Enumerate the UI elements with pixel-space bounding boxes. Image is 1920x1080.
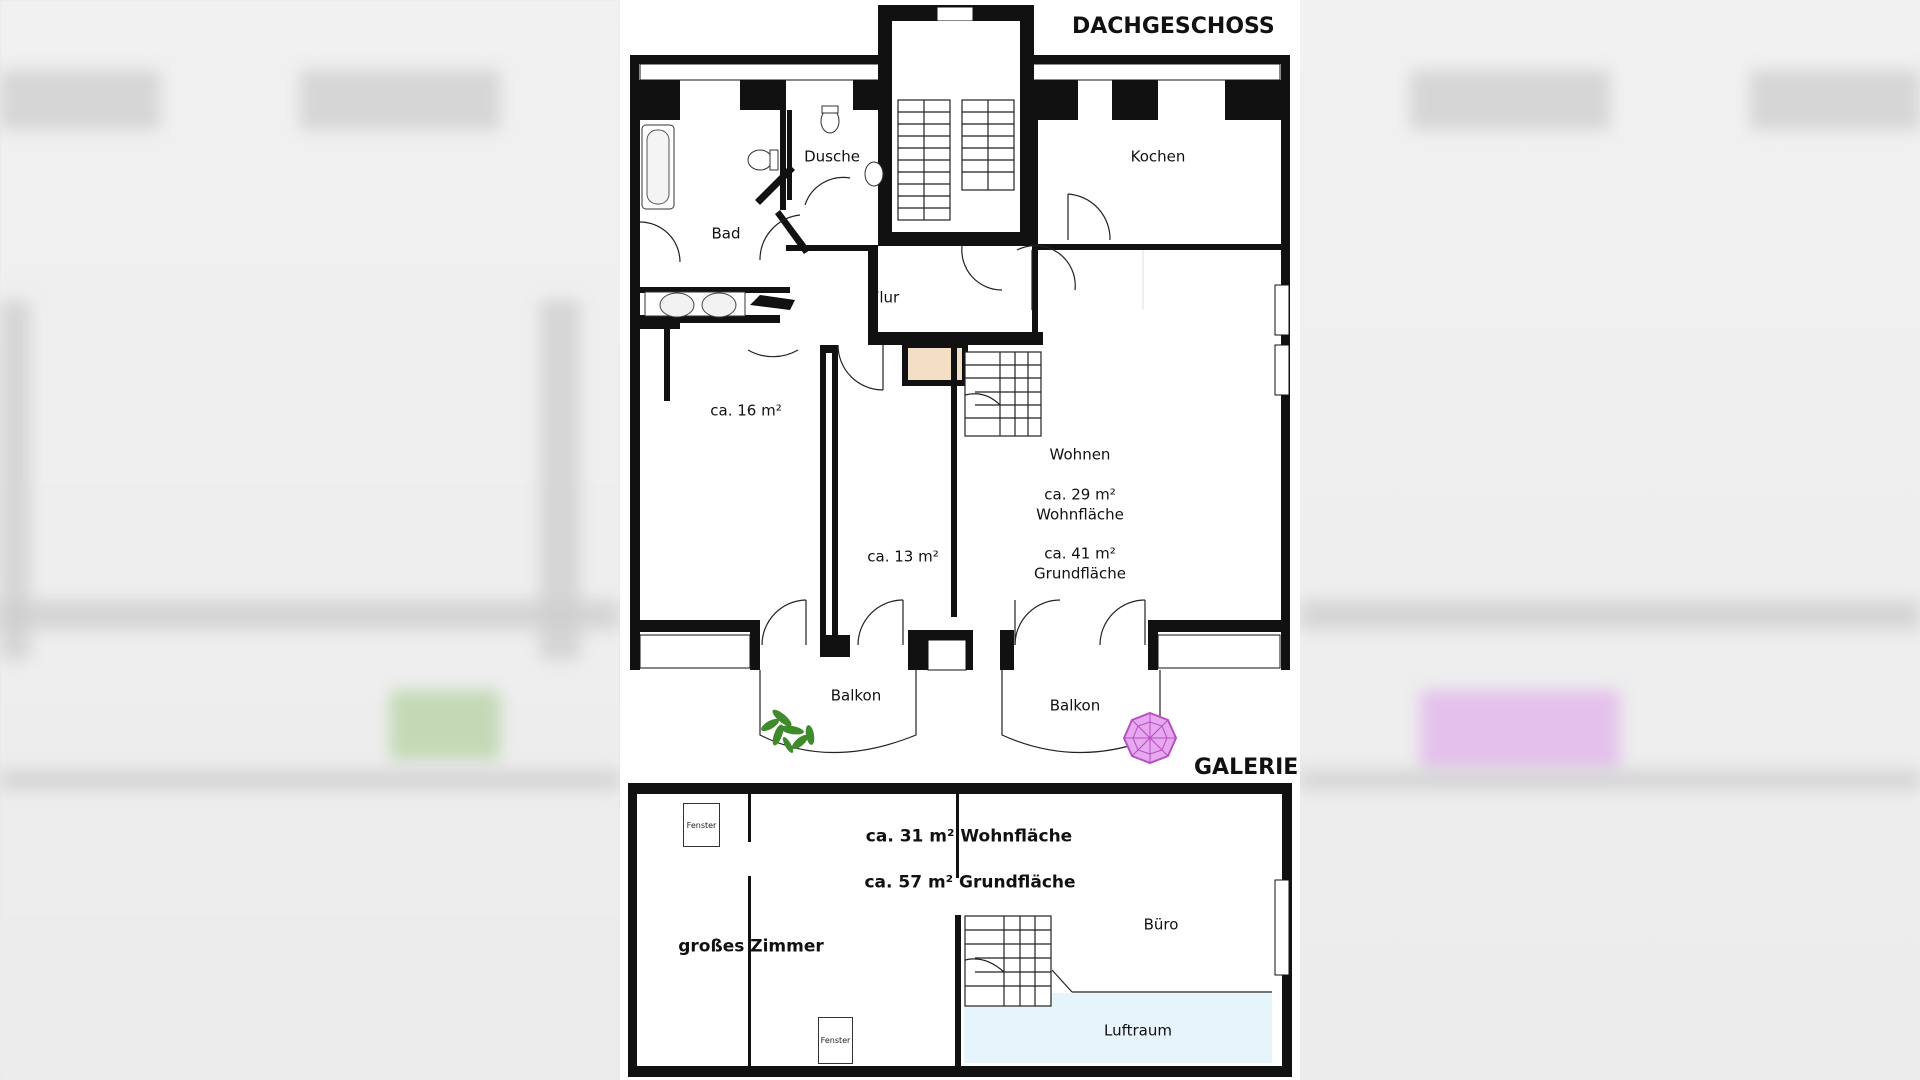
umbrella-decoration xyxy=(1122,711,1178,765)
blur-shape xyxy=(0,600,620,630)
room-label-luftraum: Luftraum xyxy=(1104,1021,1172,1040)
heading-dachgeschoss: DACHGESCHOSS xyxy=(1072,14,1275,39)
blur-shape xyxy=(1300,770,1920,790)
outer-wall-top-right xyxy=(1032,55,1290,64)
galerie-wohnflaeche: ca. 31 m² Wohnfläche xyxy=(865,826,1073,847)
stairs-galerie xyxy=(964,915,1052,1007)
stairs-tower xyxy=(897,99,1015,221)
galerie-wall-left xyxy=(628,783,637,1077)
room-label-buero: Büro xyxy=(1143,915,1179,934)
wohnen-wohnflaeche-area: ca. 29 m² xyxy=(1044,485,1116,504)
fenster-bottom: Fenster xyxy=(818,1017,853,1064)
room-label-balkon-right: Balkon xyxy=(1049,696,1101,715)
wohnen-grundflaeche-area: ca. 41 m² xyxy=(1044,544,1116,563)
fenster-top: Fenster xyxy=(683,803,720,847)
galerie-grundflaeche: ca. 57 m² Grundfläche xyxy=(864,872,1076,893)
room-label-wohnen: Wohnen xyxy=(1049,445,1111,464)
blur-shape xyxy=(1410,70,1610,130)
floor-plan-drawing xyxy=(628,5,1292,1077)
room-label-kochen: Kochen xyxy=(1130,147,1186,166)
blurred-background-right xyxy=(1300,0,1920,1080)
room-label-grosses-zimmer: großes Zimmer xyxy=(678,936,824,957)
room-label-dusche: Dusche xyxy=(804,147,860,166)
wall-block xyxy=(630,80,680,120)
galerie-wall-top xyxy=(628,783,1292,794)
room-label-balkon-left: Balkon xyxy=(830,686,882,705)
blur-shape xyxy=(0,770,620,790)
wohnen-grundflaeche-label: Grundfläche xyxy=(1034,564,1126,583)
blurred-background-left xyxy=(0,0,620,1080)
galerie-wall-bottom xyxy=(628,1066,1292,1077)
wohnen-wohnflaeche-label: Wohnfläche xyxy=(1036,505,1124,524)
blur-shape xyxy=(1750,70,1920,130)
blur-umbrella xyxy=(1420,690,1620,770)
blur-shape xyxy=(1300,600,1920,630)
room-area-zimmer-16: ca. 16 m² xyxy=(710,401,782,420)
outer-wall-top-left xyxy=(630,55,888,64)
floor-plan-panel: DACHGESCHOSS GALERIE Dusche Kochen Bad F… xyxy=(620,0,1300,1080)
room-area-zimmer-13: ca. 13 m² xyxy=(867,547,939,566)
stairs-wohnen xyxy=(964,351,1042,437)
heading-galerie: GALERIE xyxy=(1194,755,1299,780)
blur-shape xyxy=(300,70,500,130)
plant-decoration xyxy=(761,709,815,753)
blur-shape xyxy=(0,70,160,130)
room-label-flur: Flur xyxy=(870,288,900,307)
room-label-bad: Bad xyxy=(711,224,741,243)
blur-plant xyxy=(390,690,500,760)
